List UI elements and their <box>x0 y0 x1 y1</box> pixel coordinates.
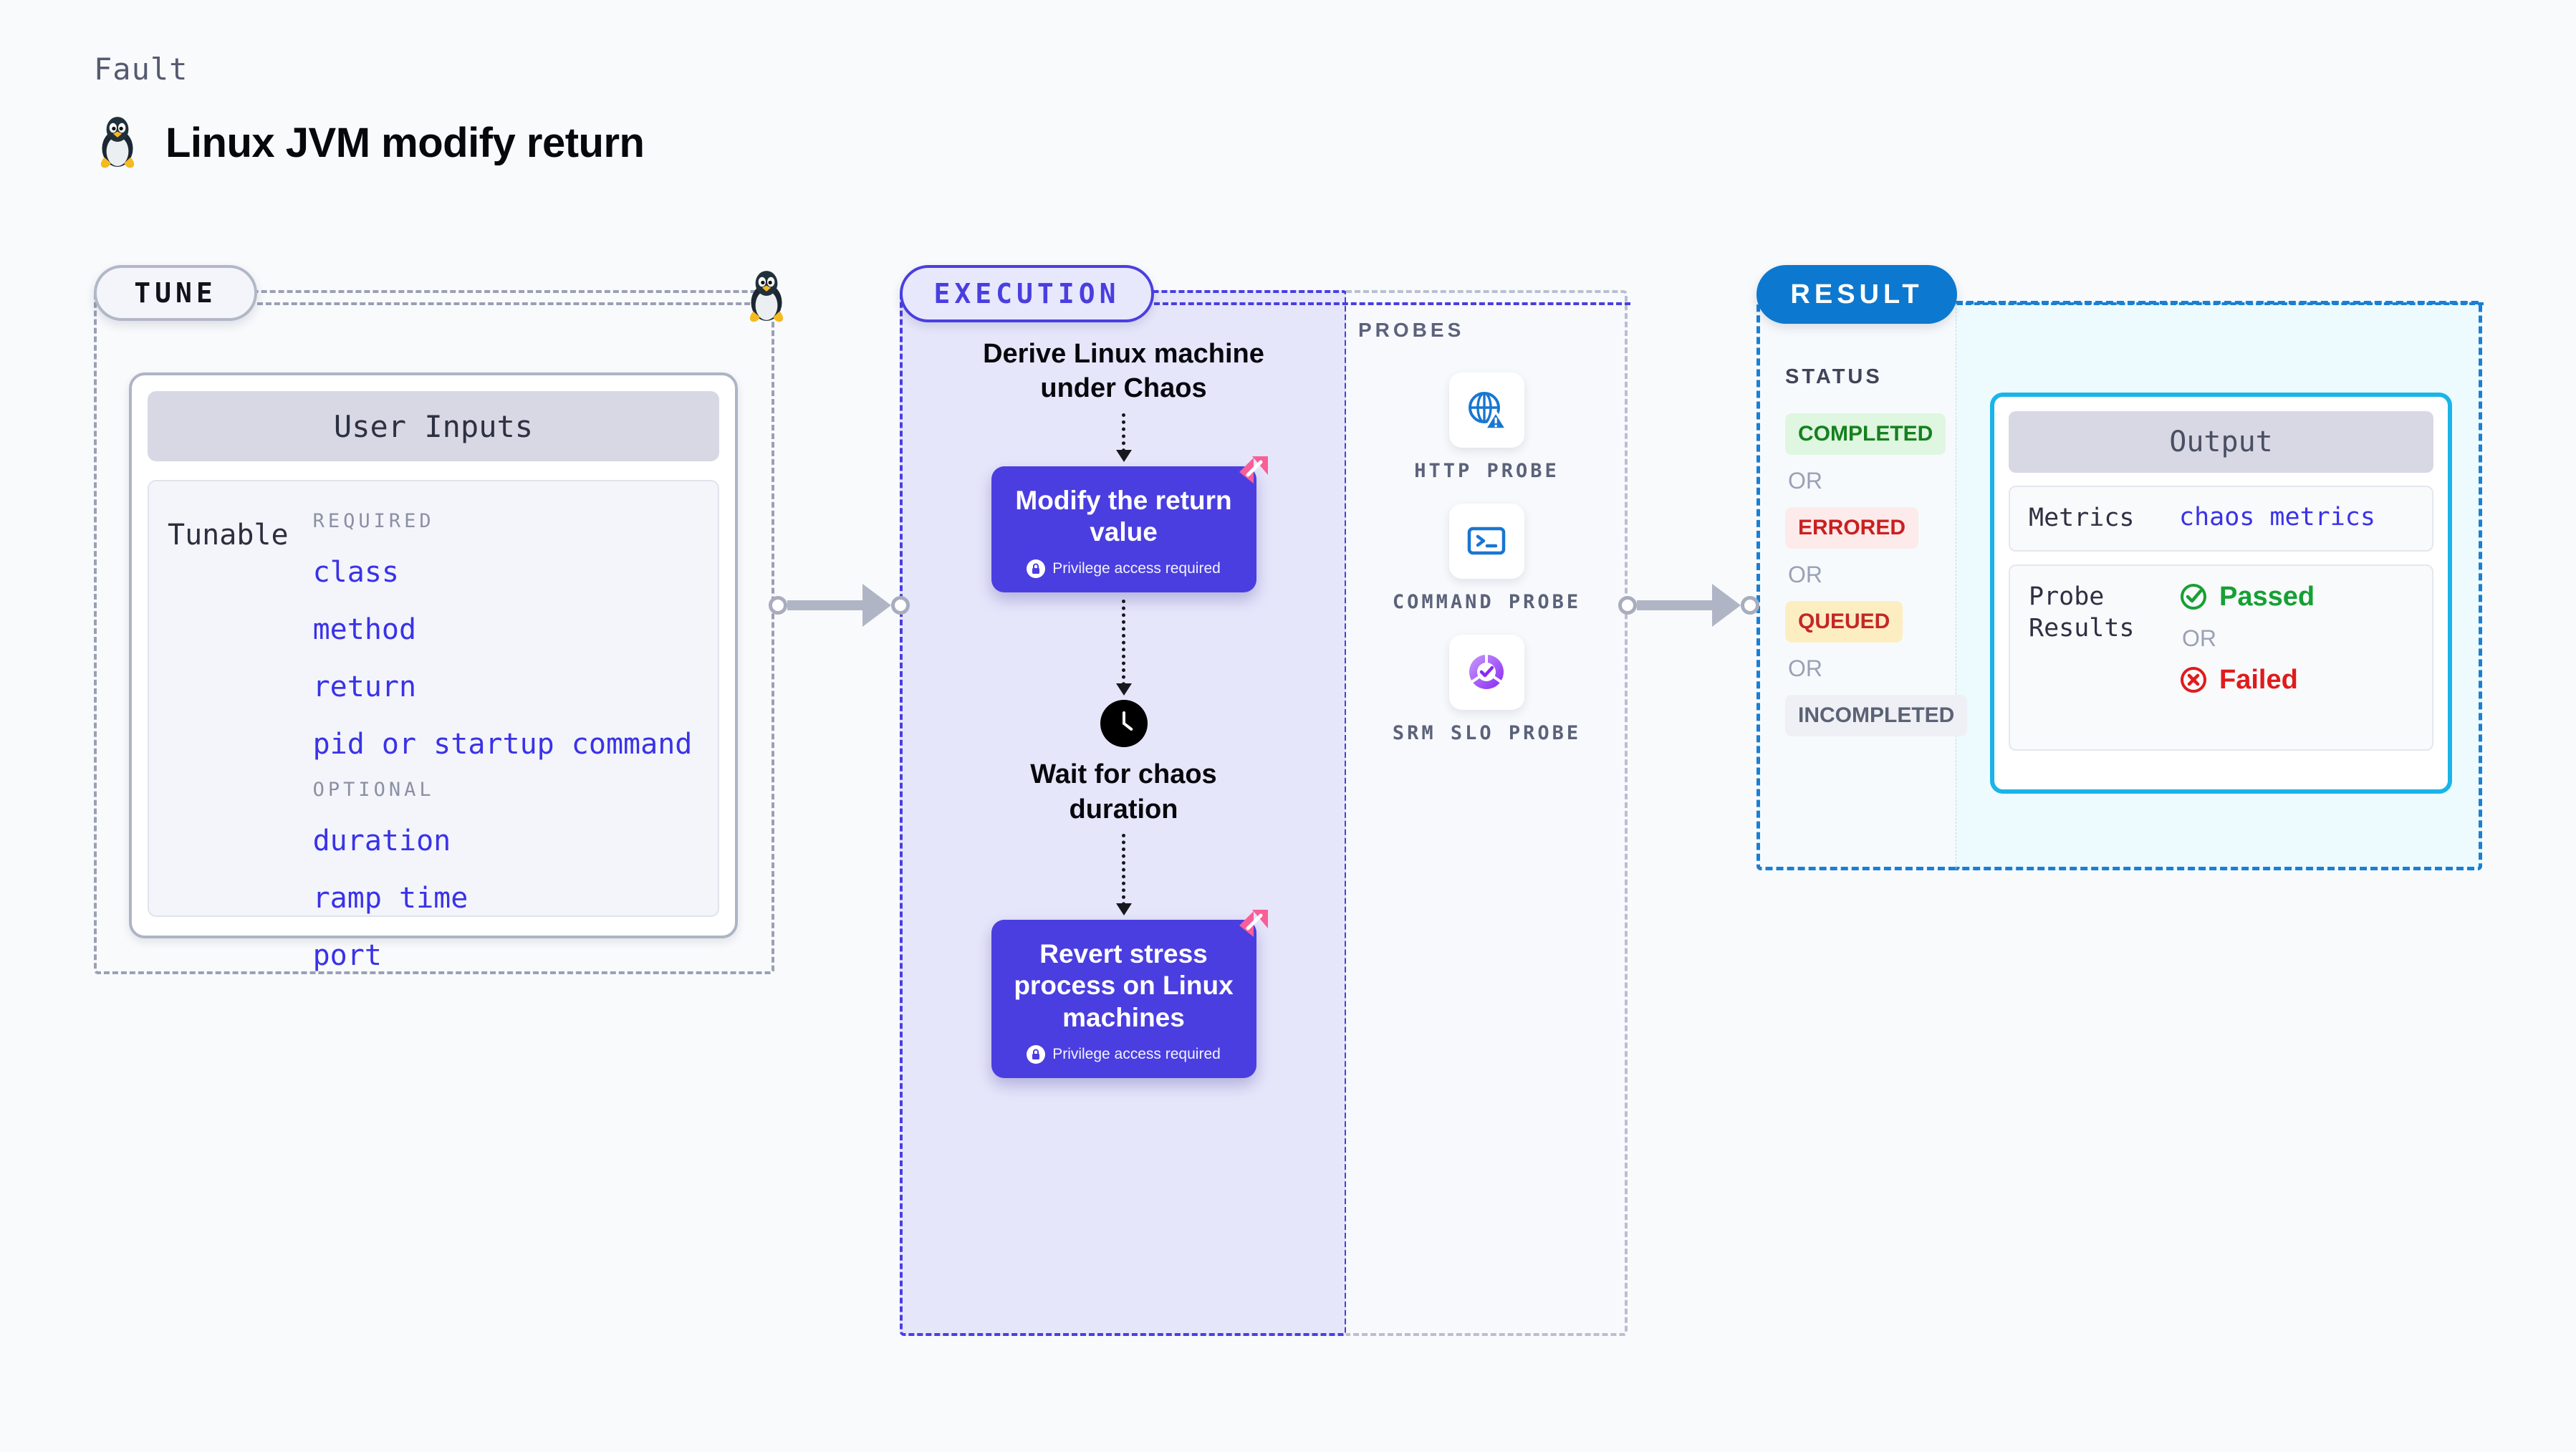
tune-top-connector <box>257 302 759 305</box>
connector-dot <box>1618 596 1637 615</box>
probe-label: COMMAND PROBE <box>1392 590 1582 613</box>
status-list: STATUS COMPLETED OR ERRORED OR QUEUED OR… <box>1785 365 1968 736</box>
status-title: STATUS <box>1785 365 1883 388</box>
privilege-text: Privilege access required <box>1052 560 1221 577</box>
status-region <box>1756 301 1957 870</box>
execution-step-modify-return[interactable]: Modify the return value Privilege access… <box>991 456 1268 593</box>
execution-region <box>900 290 1347 1336</box>
connector-execution-to-result <box>1618 584 1759 627</box>
metrics-value[interactable]: chaos metrics <box>2179 503 2375 532</box>
probe-icon-box <box>1448 634 1524 710</box>
output-title: Output <box>2009 411 2433 473</box>
privilege-note: Privilege access required <box>1006 559 1242 579</box>
probe-item-srm-slo[interactable]: SRM SLO PROBE <box>1392 634 1582 747</box>
step-title: Revert stress process on Linux machines <box>1014 938 1234 1032</box>
tunable-item[interactable]: port <box>312 939 382 972</box>
page-kicker: Fault <box>94 52 188 87</box>
result-top-connector <box>1957 302 2484 305</box>
privilege-text: Privilege access required <box>1052 1045 1221 1062</box>
slo-donut-check-icon <box>1469 653 1504 690</box>
connector-shaft <box>787 600 862 610</box>
privilege-note: Privilege access required <box>1006 1044 1242 1064</box>
stage-badge-execution[interactable]: EXECUTION <box>900 265 1154 322</box>
clock-icon <box>1100 700 1148 748</box>
connector-tune-to-execution <box>769 584 910 627</box>
probe-results-values: Passed OR Failed <box>2179 582 2315 696</box>
output-card: Output Metrics chaos metrics Probe Resul… <box>1990 393 2452 794</box>
stage-badge-tune[interactable]: TUNE <box>94 265 257 321</box>
probe-result-passed: Passed <box>2179 582 2315 612</box>
revert-badge-icon <box>1239 909 1268 937</box>
status-badge-incompleted: INCOMPLETED <box>1785 695 1968 736</box>
exec-top-connector <box>1154 302 1630 305</box>
lock-icon <box>1027 559 1046 579</box>
status-badge-completed: COMPLETED <box>1785 413 1946 455</box>
probe-item-command[interactable]: COMMAND PROBE <box>1392 503 1582 616</box>
lock-icon <box>1027 1044 1046 1064</box>
user-inputs-title: User Inputs <box>148 391 719 461</box>
probes-list: HTTP PROBE COMMAND PROBE <box>1346 372 1628 746</box>
optional-heading: OPTIONAL <box>312 779 435 801</box>
tunable-label: Tunable <box>168 519 289 552</box>
tunable-item[interactable]: return <box>312 670 417 703</box>
output-metrics-row: Metrics chaos metrics <box>2009 486 2433 552</box>
probe-result-failed: Failed <box>2179 665 2315 696</box>
linux-tux-icon <box>100 117 135 168</box>
execution-step-revert[interactable]: Revert stress process on Linux machines … <box>991 909 1268 1078</box>
terminal-icon <box>1468 527 1506 555</box>
stage-badge-result[interactable]: RESULT <box>1756 265 1957 324</box>
linux-tux-node-icon <box>749 271 784 322</box>
check-circle-icon <box>2181 584 2206 610</box>
or-label: OR <box>1788 468 1822 494</box>
required-heading: REQUIRED <box>312 510 435 532</box>
probes-region <box>1346 290 1628 1336</box>
user-inputs-card: User Inputs Tunable REQUIRED class metho… <box>129 372 738 972</box>
status-badge-queued: QUEUED <box>1785 601 1903 643</box>
x-circle-icon <box>2181 667 2206 693</box>
probe-results-key: Probe Results <box>2029 582 2135 643</box>
output-probe-results-row: Probe Results Passed OR Failed <box>2009 564 2433 751</box>
execution-flow: Derive Linux machine under Chaos Modify … <box>900 337 1347 1078</box>
tunable-row: Tunable REQUIRED class method return pid… <box>148 480 719 972</box>
probes-title: PROBES <box>1358 319 1465 341</box>
revert-badge-icon <box>1239 456 1268 484</box>
tunable-item[interactable]: pid or startup command <box>312 728 693 761</box>
connector-dot <box>769 596 787 615</box>
connector-arrowhead <box>862 584 891 627</box>
passed-label: Passed <box>2219 581 2315 612</box>
connector-arrowhead <box>1712 584 1741 627</box>
tunable-list: REQUIRED class method return pid or star… <box>312 503 693 972</box>
probe-icon-box <box>1448 503 1524 579</box>
status-badge-errored: ERRORED <box>1785 507 1919 549</box>
metrics-key: Metrics <box>2029 504 2135 532</box>
probe-icon-box <box>1449 372 1524 448</box>
tunable-item[interactable]: method <box>312 613 417 646</box>
execution-step-derive: Derive Linux machine under Chaos <box>983 339 1264 404</box>
or-label: OR <box>2182 625 2216 651</box>
execution-step-wait: Wait for chaos duration <box>1030 759 1217 824</box>
probe-label: HTTP PROBE <box>1414 460 1559 482</box>
step-title: Modify the return value <box>1015 485 1232 547</box>
tunable-item[interactable]: class <box>312 556 399 589</box>
probe-item-http[interactable]: HTTP PROBE <box>1414 372 1559 485</box>
tunable-item[interactable]: duration <box>312 824 451 857</box>
tune-region <box>94 290 774 974</box>
connector-shaft <box>1637 600 1712 610</box>
connector-dot <box>1741 596 1759 615</box>
globe-warning-icon <box>1468 391 1509 431</box>
page-title-row: Linux JVM modify return <box>94 115 645 170</box>
or-label: OR <box>1788 562 1822 587</box>
failed-label: Failed <box>2219 664 2298 695</box>
or-label: OR <box>1788 655 1822 681</box>
tunable-item[interactable]: ramp time <box>312 882 468 915</box>
flow-arrow <box>1116 413 1132 462</box>
probe-label: SRM SLO PROBE <box>1392 721 1582 744</box>
flow-arrow <box>1116 833 1132 915</box>
page-title: Linux JVM modify return <box>165 119 645 166</box>
flow-arrow <box>1116 600 1132 696</box>
connector-dot <box>891 596 910 615</box>
